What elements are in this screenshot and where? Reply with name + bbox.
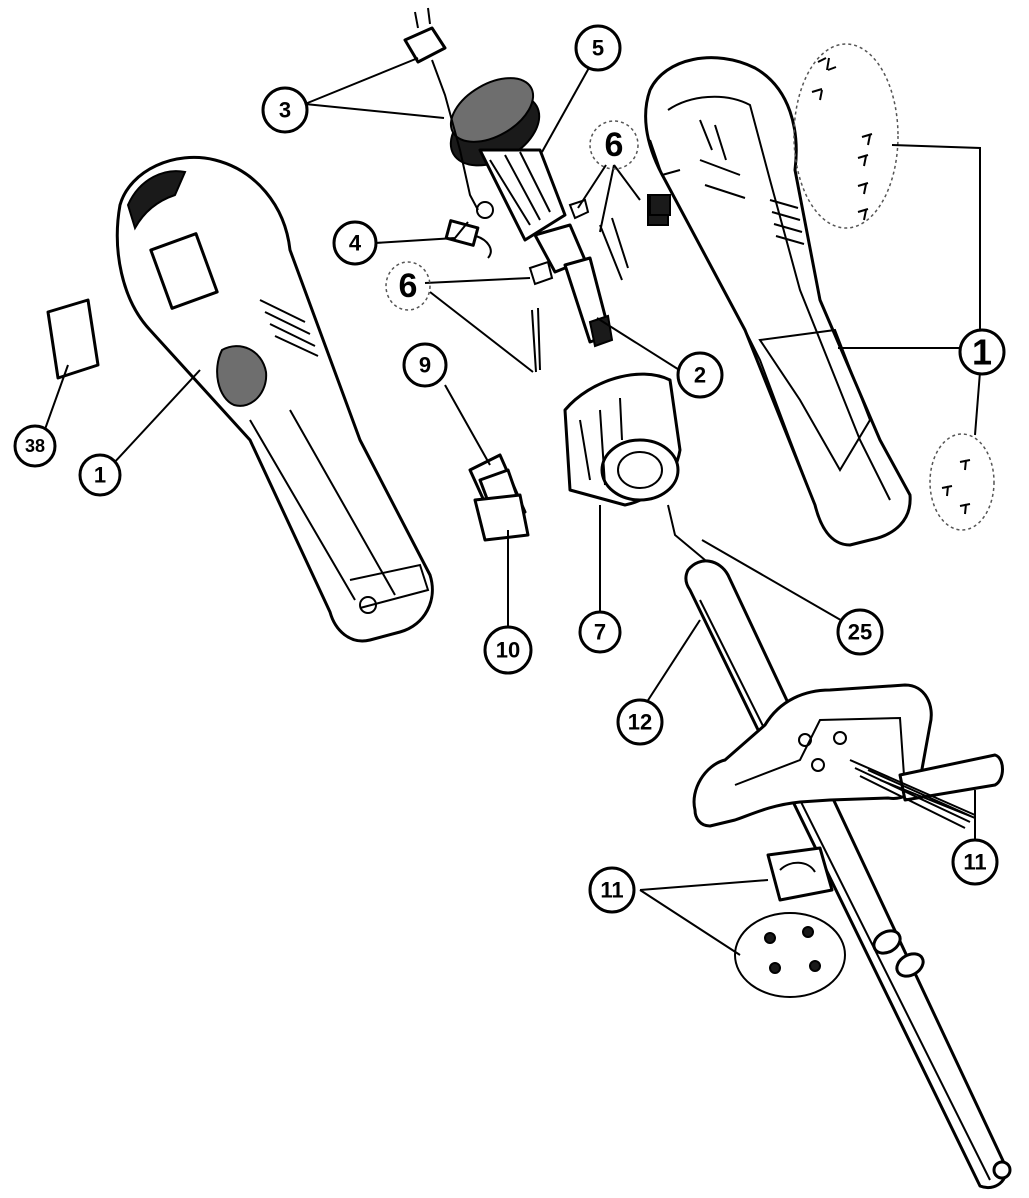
callout-9: 9 — [402, 342, 448, 388]
callout-6-top: 6 — [589, 120, 639, 170]
handle-clamp — [766, 846, 834, 902]
housing-right-half — [644, 56, 912, 547]
svg-text:7: 7 — [594, 620, 606, 645]
svg-text:11: 11 — [963, 850, 986, 875]
callout-1-left: 1 — [78, 453, 122, 497]
svg-text:1: 1 — [94, 463, 106, 488]
screw-group-top — [793, 43, 899, 229]
housing-left-half — [115, 155, 434, 643]
svg-text:25: 25 — [848, 620, 872, 645]
gear-housing — [563, 372, 682, 507]
callout-11-right: 11 — [951, 838, 999, 886]
auxiliary-handle — [692, 683, 1004, 829]
callout-5: 5 — [574, 24, 622, 72]
callout-10: 10 — [483, 625, 533, 675]
callout-3: 3 — [261, 86, 309, 134]
callout-1-right: 1 — [958, 328, 1006, 376]
shaft-tube — [684, 559, 1012, 1189]
brush-springs — [528, 194, 671, 373]
svg-text:5: 5 — [592, 36, 604, 61]
svg-text:6: 6 — [605, 126, 624, 164]
leader-lines — [43, 57, 981, 956]
power-cord — [403, 7, 494, 219]
callout-25: 25 — [836, 608, 884, 656]
drive-shaft-tip — [667, 504, 706, 561]
svg-text:11: 11 — [600, 878, 623, 903]
svg-text:4: 4 — [349, 231, 362, 256]
svg-text:6: 6 — [399, 267, 418, 305]
label-sticker — [46, 298, 100, 380]
svg-text:1: 1 — [972, 332, 992, 373]
brush-holder — [444, 219, 492, 259]
motor-armature — [449, 77, 614, 348]
switch-assembly — [468, 453, 530, 542]
svg-text:9: 9 — [419, 353, 431, 378]
callout-6-mid: 6 — [385, 261, 431, 311]
svg-text:12: 12 — [628, 710, 652, 735]
callout-4: 4 — [332, 220, 378, 266]
callout-11-left: 11 — [588, 866, 636, 914]
callout-7: 7 — [578, 610, 622, 654]
callout-2: 2 — [676, 351, 724, 399]
svg-text:2: 2 — [694, 363, 706, 388]
callout-38: 38 — [13, 424, 57, 468]
callout-12: 12 — [616, 698, 664, 746]
svg-text:10: 10 — [496, 638, 520, 663]
screw-group-bottom — [929, 433, 995, 531]
svg-text:38: 38 — [25, 436, 45, 456]
svg-text:3: 3 — [279, 98, 291, 123]
nut-group — [734, 912, 846, 998]
